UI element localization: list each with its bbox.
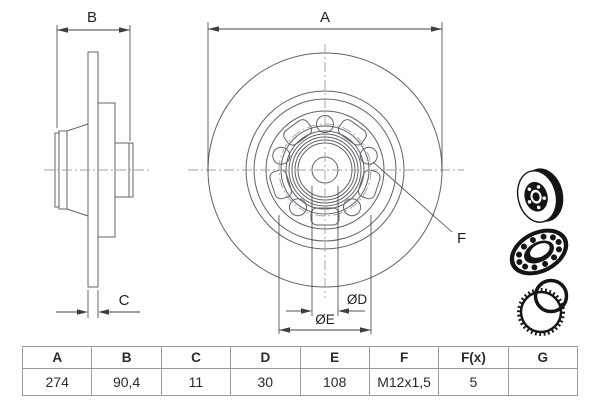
col-header-a: A: [21, 346, 93, 369]
dim-a: A: [207, 9, 443, 172]
bolt-hole: [272, 146, 291, 165]
disc-plate: [87, 51, 99, 288]
value-c: 11: [160, 368, 232, 396]
flange-pocket: [337, 119, 367, 146]
wheel-bearing-icon: [509, 228, 569, 276]
col-header-e: E: [299, 346, 370, 369]
dim-d-label: ØD: [347, 292, 368, 307]
value-e: 108: [299, 368, 370, 396]
table-value-row: 274 90,4 11 30 108 M12x1,5 5: [21, 368, 579, 396]
col-header-f: F: [368, 346, 440, 369]
value-f: M12x1,5: [368, 368, 440, 396]
value-fx: 5: [438, 368, 509, 396]
flange-pocket: [357, 169, 381, 200]
front-view: [188, 44, 464, 298]
col-header-g: G: [507, 346, 579, 369]
bolt-hole: [343, 198, 362, 217]
col-header-c: C: [160, 346, 232, 369]
parts-icons: [509, 168, 569, 336]
callout-f-label: F: [457, 230, 466, 247]
col-header-fx: F(x): [438, 346, 509, 369]
value-d: 30: [230, 368, 301, 396]
flange-pocket: [269, 169, 293, 200]
value-g: [507, 368, 579, 396]
bolt-hole: [288, 198, 307, 217]
dim-c-label: C: [119, 292, 130, 309]
bolt-hole: [316, 115, 334, 133]
value-a: 274: [21, 368, 93, 396]
dim-c: C: [56, 290, 140, 318]
part-callout-f: F: [372, 161, 466, 247]
dim-b-label: B: [87, 9, 97, 26]
side-view: [44, 51, 152, 288]
abs-ring-icon: [517, 278, 569, 336]
dim-d: ØD: [286, 186, 367, 316]
technical-drawing: A B C ØD ØE F: [44, 9, 569, 336]
flange-pocket: [283, 119, 313, 146]
table-header-row: A B C D E F F(x) G: [21, 346, 579, 369]
col-header-b: B: [91, 346, 162, 369]
dim-e: ØE: [278, 215, 372, 334]
dim-b: B: [56, 9, 131, 141]
dim-a-label: A: [320, 9, 330, 26]
value-b: 90,4: [91, 368, 162, 396]
hub-disc-icon: [516, 168, 564, 223]
dim-e-label: ØE: [315, 312, 335, 327]
col-header-d: D: [230, 346, 301, 369]
dimension-table: A B C D E F F(x) G 274 90,4 11 30 108 M1…: [21, 346, 579, 396]
bolt-hole: [359, 146, 378, 165]
